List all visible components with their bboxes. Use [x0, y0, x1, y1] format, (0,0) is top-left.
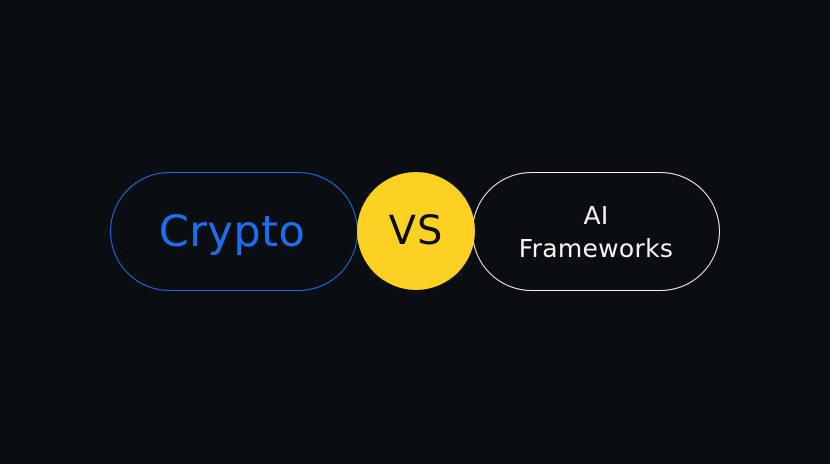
- crypto-label: Crypto: [158, 206, 306, 257]
- ai-frameworks-label: AI Frameworks: [519, 199, 673, 265]
- ai-frameworks-label-line1: AI: [583, 200, 609, 230]
- vs-label: VS: [388, 208, 444, 254]
- ai-frameworks-label-line2: Frameworks: [518, 233, 674, 263]
- vs-badge: VS: [357, 172, 475, 290]
- crypto-pill: Crypto: [110, 172, 358, 291]
- ai-frameworks-pill: AI Frameworks: [472, 172, 720, 291]
